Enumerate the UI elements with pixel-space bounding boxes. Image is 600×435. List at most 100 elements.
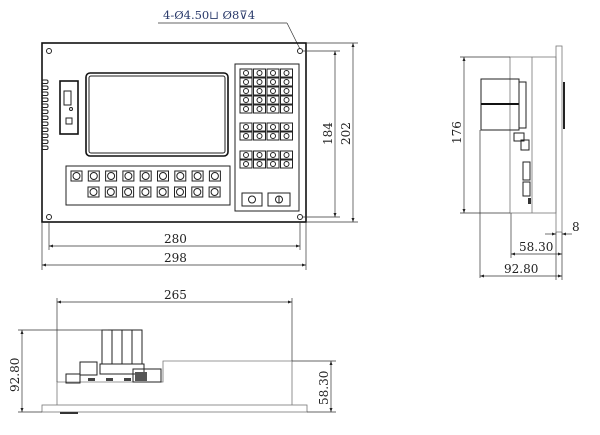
key-button[interactable]: [208, 170, 221, 182]
key-button[interactable]: [266, 95, 280, 105]
dim-flange: 8: [572, 220, 580, 234]
front-panel-outline: [41, 42, 307, 223]
key-button[interactable]: [253, 104, 266, 114]
key-button[interactable]: [174, 170, 187, 182]
dim-width-holes: 280: [164, 232, 187, 246]
key-symbol-icon: [283, 161, 290, 167]
key-button[interactable]: [253, 77, 266, 87]
housing: [509, 56, 557, 214]
key-button[interactable]: [280, 68, 293, 78]
key-symbol-icon: [270, 88, 276, 94]
hole-annotation-text: 4-Ø4.50⊔ Ø8⊽4: [163, 8, 255, 22]
key-button[interactable]: [253, 86, 266, 96]
key-button[interactable]: [280, 131, 293, 141]
key-button[interactable]: [266, 104, 280, 114]
key-button[interactable]: [239, 150, 253, 160]
key-symbol-icon: [243, 161, 249, 167]
key-symbol-icon: [270, 124, 276, 130]
key-button[interactable]: [191, 170, 204, 182]
key-button[interactable]: [139, 170, 152, 182]
key-symbol-icon: [283, 133, 290, 139]
knob-icon: [248, 195, 256, 204]
key-button[interactable]: [122, 170, 135, 182]
front-view: 280 298 184 202: [41, 42, 358, 270]
key-symbol-icon: [256, 106, 263, 112]
key-button[interactable]: [253, 159, 266, 169]
key-button[interactable]: [239, 95, 253, 105]
key-button[interactable]: [253, 68, 266, 78]
key-button[interactable]: [208, 186, 221, 198]
key-button[interactable]: [280, 77, 293, 87]
key-button[interactable]: [122, 186, 135, 198]
key-button[interactable]: [280, 122, 293, 132]
key-button[interactable]: [191, 186, 204, 198]
vent-slot: [41, 115, 49, 120]
function-key-panel: [65, 165, 231, 206]
key-button[interactable]: [280, 159, 293, 169]
key-button[interactable]: [156, 186, 169, 198]
key-button[interactable]: [266, 86, 280, 96]
key-symbol-icon: [270, 106, 276, 112]
key-symbol-icon: [210, 188, 219, 196]
side-view: 176 8 58.30 92.80: [450, 45, 580, 280]
key-symbol-icon: [256, 161, 263, 167]
mounting-hole-icon: [46, 48, 52, 54]
dim-bottom-width: 265: [164, 288, 187, 302]
key-symbol-icon: [243, 106, 249, 112]
key-button[interactable]: [104, 186, 117, 198]
key-symbol-icon: [193, 188, 202, 196]
key-button[interactable]: [105, 170, 118, 182]
key-button[interactable]: [253, 122, 266, 132]
key-button[interactable]: [239, 104, 253, 114]
key-button[interactable]: [239, 68, 253, 78]
key-button[interactable]: [253, 95, 266, 105]
key-button[interactable]: [139, 186, 152, 198]
keypad-panel: [234, 63, 300, 212]
key-button[interactable]: [87, 186, 100, 198]
key-button[interactable]: [266, 159, 280, 169]
key-button[interactable]: [280, 150, 293, 160]
vent-slot: [41, 85, 49, 90]
key-symbol-icon: [256, 70, 263, 76]
key-symbol-icon: [89, 172, 98, 180]
key-symbol-icon: [176, 172, 185, 180]
key-button[interactable]: [157, 170, 169, 182]
key-button[interactable]: [266, 131, 280, 141]
vent-slot: [41, 127, 49, 132]
key-button[interactable]: [174, 186, 186, 198]
dim-width-total: 298: [164, 251, 187, 265]
key-button[interactable]: [239, 86, 253, 96]
dim-side-height: 176: [450, 121, 464, 144]
key-button[interactable]: [239, 131, 253, 141]
key-button[interactable]: [266, 150, 280, 160]
key-symbol-icon: [256, 152, 263, 158]
dim-height-total: 202: [339, 122, 353, 145]
key-symbol-icon: [193, 172, 202, 180]
key-button[interactable]: [266, 68, 280, 78]
key-symbol-icon: [270, 70, 276, 76]
key-symbol-icon: [106, 188, 115, 196]
key-button[interactable]: [70, 170, 83, 182]
key-button[interactable]: [239, 159, 253, 169]
key-symbol-icon: [270, 152, 276, 158]
dim-body-depth: 58.30: [519, 240, 553, 254]
connector: [480, 103, 520, 131]
key-symbol-icon: [256, 88, 263, 94]
key-button[interactable]: [280, 104, 293, 114]
hole-annotation: 4-Ø4.50⊔ Ø8⊽4: [158, 8, 301, 50]
key-button[interactable]: [266, 77, 280, 87]
key-symbol-icon: [159, 172, 167, 180]
key-button[interactable]: [280, 95, 293, 105]
key-button[interactable]: [280, 86, 293, 96]
key-button[interactable]: [87, 170, 100, 182]
mounting-holes: [46, 48, 303, 220]
key-button[interactable]: [253, 131, 266, 141]
key-symbol-icon: [270, 79, 276, 85]
key-button[interactable]: [239, 122, 253, 132]
key-button[interactable]: [239, 77, 253, 87]
bottom-view: 265 92.80 58.30: [8, 288, 336, 414]
key-button[interactable]: [253, 150, 266, 160]
key-button[interactable]: [266, 122, 280, 132]
key-symbol-icon: [283, 70, 290, 76]
